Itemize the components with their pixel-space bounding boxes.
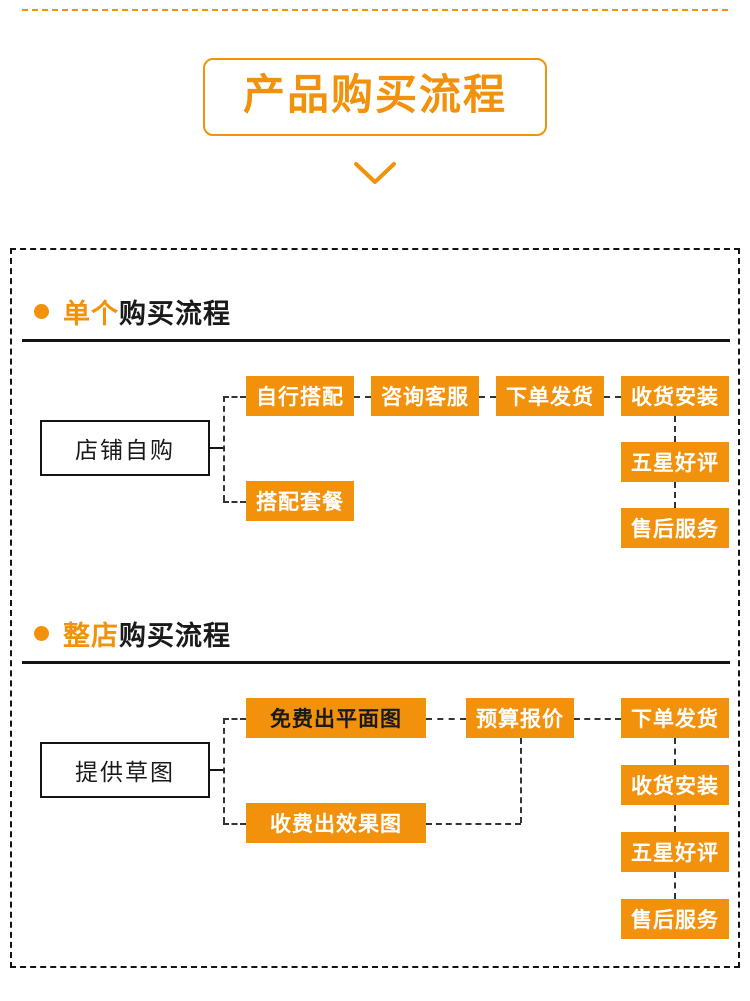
connector-chain-2-single bbox=[479, 396, 496, 398]
section-title-whole-store: 整店购买流程 bbox=[63, 614, 231, 653]
flow-node-branch-a-single[interactable]: 自行搭配 bbox=[246, 376, 354, 416]
flow-node-chain-4-single[interactable]: 五星好评 bbox=[621, 442, 729, 482]
flow-node-chain-3-single[interactable]: 收货安装 bbox=[621, 376, 729, 416]
connector-merge-top-whole-store bbox=[426, 718, 466, 720]
connector-chain-5-single bbox=[674, 482, 676, 508]
section-title-highlight: 单个 bbox=[63, 299, 119, 329]
connector-start-stem-whole-store bbox=[210, 769, 224, 771]
section-divider-whole-store bbox=[22, 661, 730, 664]
page-title: 产品购买流程 bbox=[242, 71, 507, 118]
flow-node-chain-5-single[interactable]: 售后服务 bbox=[621, 508, 729, 548]
connector-branch-top-whole-store bbox=[223, 718, 246, 720]
flow-node-chain-2-single[interactable]: 下单发货 bbox=[496, 376, 604, 416]
flow-node-chain-3-whole-store[interactable]: 五星好评 bbox=[621, 832, 729, 872]
connector-chain-4-single bbox=[674, 416, 676, 442]
flow-node-branch-b-whole-store[interactable]: 收费出效果图 bbox=[246, 803, 426, 843]
top-dashed-divider bbox=[22, 9, 728, 11]
flow-node-branch-b-single[interactable]: 搭配套餐 bbox=[246, 481, 354, 521]
flow-node-merge-whole-store[interactable]: 预算报价 bbox=[466, 698, 574, 738]
section-title-rest: 购买流程 bbox=[119, 299, 231, 329]
bullet-dot-icon bbox=[34, 304, 49, 319]
section-divider-single bbox=[22, 339, 730, 342]
connector-chain-1-single bbox=[354, 396, 371, 398]
section-title-rest: 购买流程 bbox=[119, 621, 231, 651]
flow-node-chain-4-whole-store[interactable]: 售后服务 bbox=[621, 899, 729, 939]
connector-chain-3-whole-store bbox=[674, 805, 676, 832]
connector-merge-riser-whole-store bbox=[520, 738, 522, 823]
connector-chain-3-single bbox=[604, 396, 621, 398]
connector-branch-bottom-single bbox=[223, 501, 246, 503]
connector-start-stem-single bbox=[210, 447, 224, 449]
connector-branch-spine-single bbox=[223, 396, 225, 501]
section-title-highlight: 整店 bbox=[63, 621, 119, 651]
connector-branch-top-single bbox=[223, 396, 246, 398]
bullet-dot-icon bbox=[34, 626, 49, 641]
connector-merge-bottom-whole-store bbox=[426, 823, 521, 825]
section-header-whole-store: 整店购买流程 bbox=[34, 614, 231, 653]
connector-chain-1-whole-store bbox=[574, 718, 621, 720]
section-header-single: 单个购买流程 bbox=[34, 292, 231, 331]
flow-node-chain-1-single[interactable]: 咨询客服 bbox=[371, 376, 479, 416]
page-title-container: 产品购买流程 bbox=[0, 58, 750, 137]
chevron-down-icon bbox=[0, 160, 750, 186]
section-title-single: 单个购买流程 bbox=[63, 292, 231, 331]
connector-chain-2-whole-store bbox=[674, 738, 676, 765]
flow-node-branch-a-whole-store[interactable]: 免费出平面图 bbox=[246, 698, 426, 738]
content-frame bbox=[10, 248, 740, 968]
flow-node-start-single[interactable]: 店铺自购 bbox=[40, 420, 210, 476]
connector-branch-bottom-whole-store bbox=[223, 823, 246, 825]
flow-node-start-whole-store[interactable]: 提供草图 bbox=[40, 742, 210, 798]
page-title-box: 产品购买流程 bbox=[202, 58, 547, 137]
flow-node-chain-1-whole-store[interactable]: 下单发货 bbox=[621, 698, 729, 738]
flow-node-chain-2-whole-store[interactable]: 收货安装 bbox=[621, 765, 729, 805]
connector-branch-spine-whole-store bbox=[223, 718, 225, 823]
connector-chain-4-whole-store bbox=[674, 872, 676, 899]
